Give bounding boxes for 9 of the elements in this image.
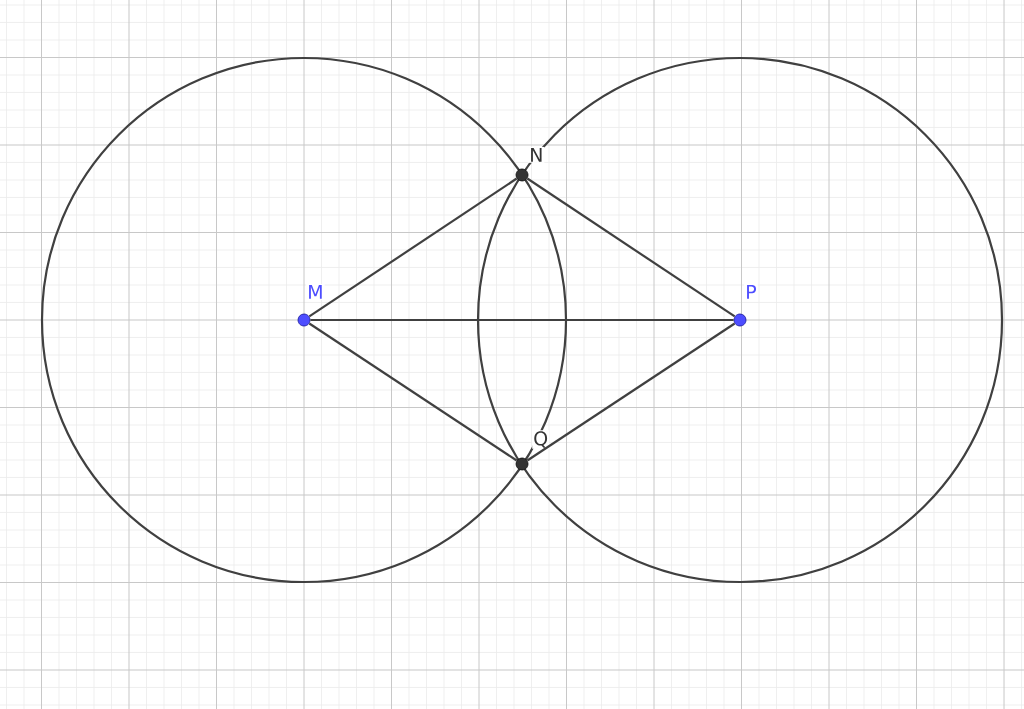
line-segment — [310, 318, 734, 322]
line-segment — [526, 322, 736, 462]
point-label: M — [306, 283, 325, 300]
line-segment — [308, 177, 518, 318]
point-label: P — [744, 283, 758, 300]
point-label: Q — [532, 430, 550, 449]
line-segment — [526, 177, 736, 318]
point-label: N — [528, 146, 545, 163]
line-segment — [308, 322, 518, 462]
